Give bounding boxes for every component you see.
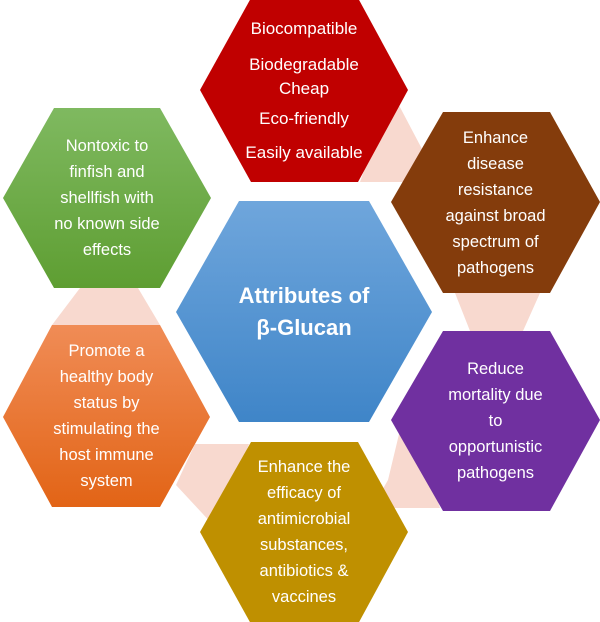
- node-top-text: Biocompatible Biodegradable Cheap Eco-fr…: [200, 0, 408, 182]
- center-title-line: Attributes of: [238, 282, 370, 308]
- text-line: host immune: [59, 446, 154, 464]
- text-line: effects: [82, 241, 132, 259]
- text-line: Cheap: [278, 79, 330, 98]
- text-line: substances,: [259, 536, 349, 554]
- text-line: opportunistic: [448, 438, 543, 456]
- text-line: Easily available: [245, 143, 363, 162]
- text-line: healthy body: [59, 368, 154, 386]
- text-line: status by: [73, 394, 140, 412]
- text-line: Promote a: [68, 342, 145, 360]
- connector-upper-left-lower-left: [52, 288, 160, 325]
- center-title-line: β-Glucan: [256, 314, 352, 340]
- text-line: pathogens: [456, 258, 535, 277]
- text-line: Enhance the: [257, 458, 351, 476]
- text-line: shellfish with: [60, 189, 154, 207]
- hexagon-upper-left: [3, 108, 211, 288]
- hexagon-center: [176, 201, 432, 422]
- text-line: efficacy of: [267, 484, 341, 502]
- text-line: mortality due: [448, 386, 543, 404]
- text-line: resistance: [457, 180, 534, 199]
- text-line: Biodegradable: [249, 55, 359, 74]
- node-lower-right-text: Reduce mortality due to opportunistic pa…: [391, 331, 600, 511]
- connector-bottom-lower-left: [176, 444, 249, 527]
- hexagon-lower-right: [391, 331, 600, 511]
- text-line: to: [488, 412, 503, 430]
- text-line: against broad: [445, 206, 546, 225]
- text-line: antibiotics &: [259, 562, 349, 580]
- hexagon-top: [200, 0, 408, 182]
- text-line: pathogens: [456, 464, 535, 482]
- text-line: Enhance: [462, 128, 529, 147]
- connector-top-upper-right: [360, 92, 432, 182]
- text-line: finfish and: [69, 163, 145, 181]
- text-line: Nontoxic to: [65, 137, 149, 155]
- hexagon-upper-right: [391, 112, 600, 293]
- text-line: no known side: [54, 215, 160, 233]
- hexagon-lower-left: [3, 325, 210, 507]
- node-upper-left-text: Nontoxic to finfish and shellfish with n…: [3, 108, 211, 288]
- text-line: Biocompatible: [250, 19, 358, 38]
- text-line: stimulating the: [53, 420, 160, 438]
- connectors: [52, 92, 540, 527]
- text-line: system: [80, 472, 133, 490]
- text-line: antimicrobial: [257, 510, 351, 528]
- hexagon-bottom: [200, 442, 408, 622]
- text-line: Eco-friendly: [259, 109, 349, 128]
- connector-lower-right-bottom: [372, 430, 440, 508]
- node-upper-right-text: Enhance disease resistance against broad…: [391, 112, 600, 293]
- node-bottom-text: Enhance the efficacy of antimicrobial su…: [200, 442, 408, 622]
- connector-upper-right-lower-right: [455, 293, 540, 331]
- text-line: spectrum of: [452, 232, 539, 251]
- center-title: Attributes of β-Glucan: [176, 201, 432, 422]
- text-line: vaccines: [271, 588, 337, 606]
- node-lower-left-text: Promote a healthy body status by stimula…: [3, 325, 210, 507]
- text-line: disease: [467, 154, 524, 173]
- text-line: Reduce: [467, 360, 524, 378]
